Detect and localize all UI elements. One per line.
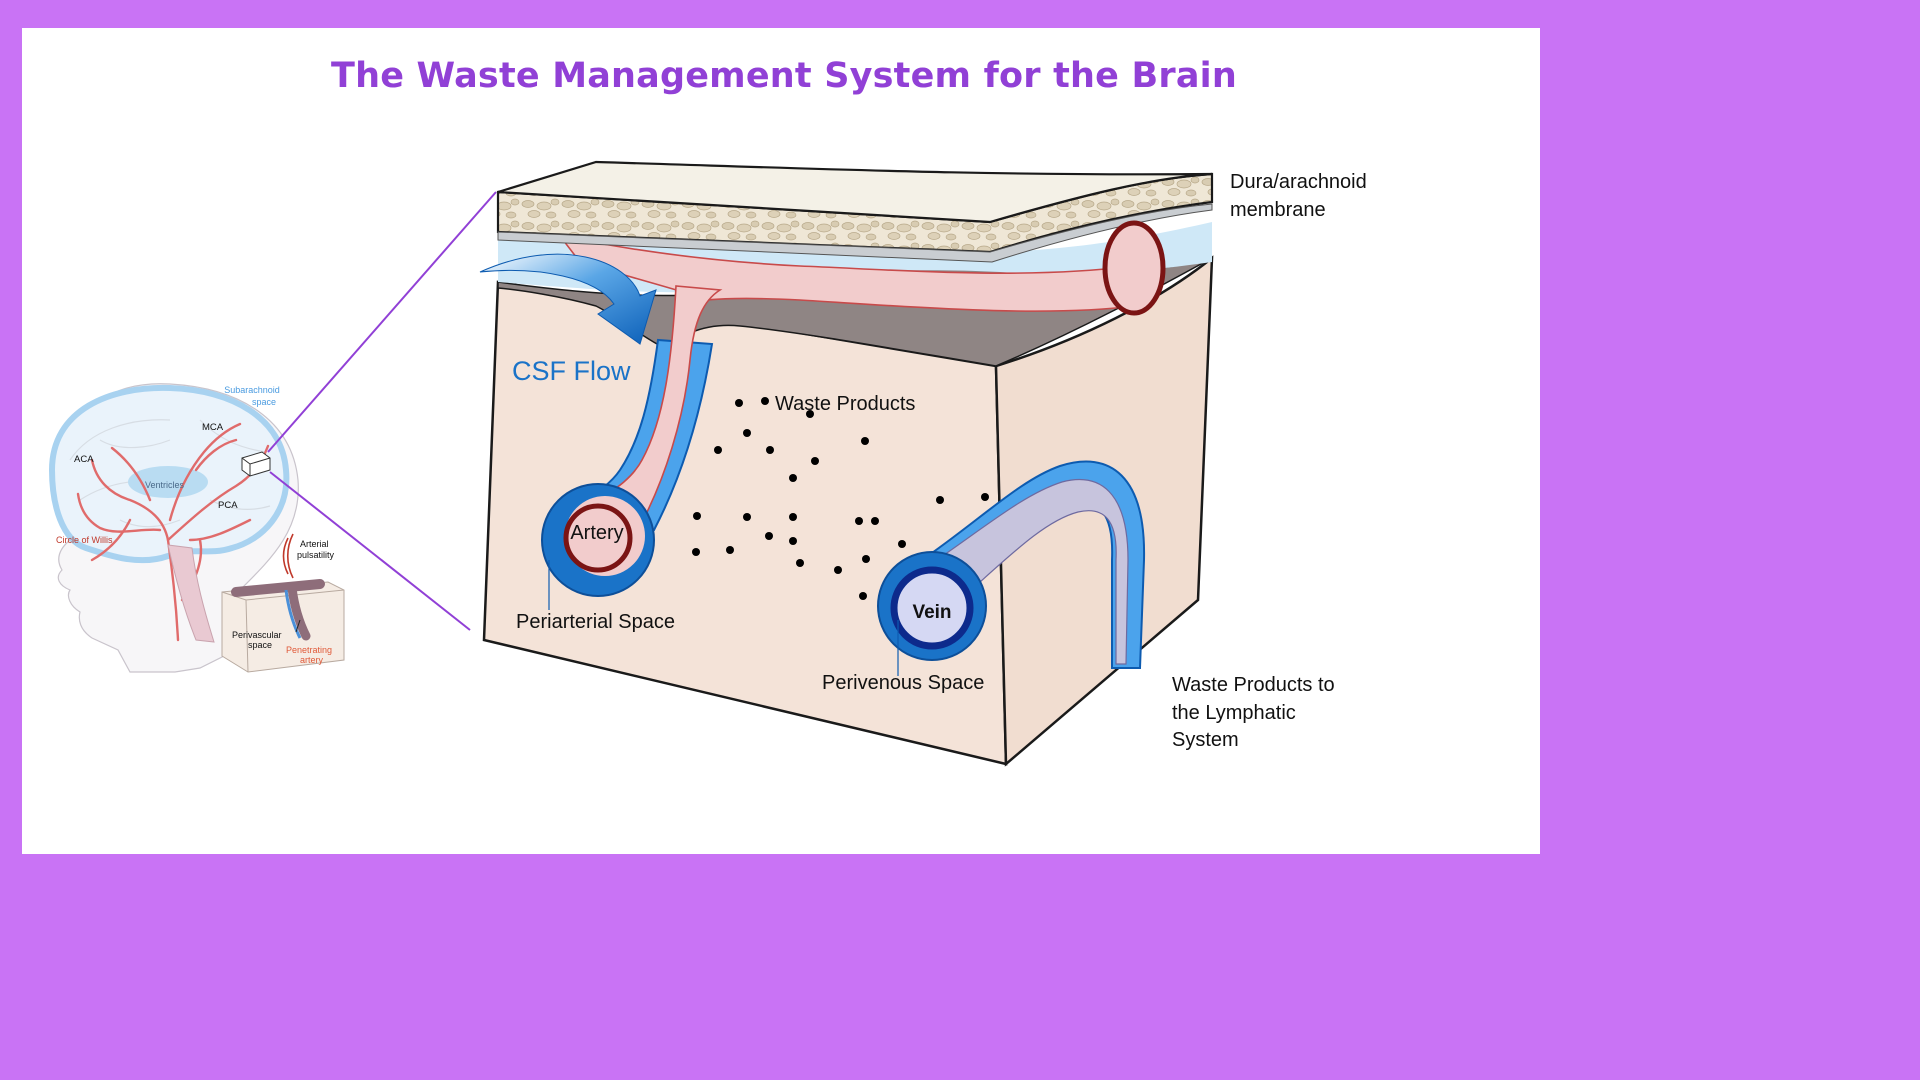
main-tissue-block bbox=[482, 160, 1214, 767]
perivascular-label-2: space bbox=[248, 640, 272, 650]
ventricles-label: Ventricles bbox=[145, 480, 185, 490]
circle-of-willis-label: Circle of Willis bbox=[56, 535, 113, 545]
glymphatic-diagram: Subarachnoid space MCA ACA Ventricles PC… bbox=[48, 160, 1367, 767]
inset-labels: Subarachnoid space MCA ACA Ventricles PC… bbox=[56, 385, 335, 665]
dura-label: Dura/arachnoid bbox=[1230, 171, 1367, 193]
surface-artery-end bbox=[1102, 220, 1166, 316]
slide-title: The Waste Management System for the Brai… bbox=[331, 56, 1237, 96]
penetrating-label: Penetrating bbox=[286, 645, 332, 655]
csf-flow-label: CSF Flow bbox=[512, 356, 631, 386]
aca-label: ACA bbox=[74, 454, 94, 465]
zoom-lines bbox=[267, 191, 497, 631]
mca-label: MCA bbox=[202, 422, 224, 433]
pca-label: PCA bbox=[218, 500, 238, 511]
arachnoid-line bbox=[497, 203, 1213, 263]
waste-products-label: Waste Products bbox=[775, 393, 915, 415]
subarachnoid-label-2: space bbox=[252, 397, 276, 407]
vein-ring bbox=[890, 566, 974, 650]
lymphatic-label-3: System bbox=[1172, 729, 1239, 751]
csf-flow-arrow bbox=[479, 253, 657, 345]
perivenous-space-label: Perivenous Space bbox=[822, 672, 984, 694]
artery-label: Artery bbox=[570, 522, 623, 544]
subarachnoid-label: Subarachnoid bbox=[224, 385, 280, 395]
periarterial-space-label: Periarterial Space bbox=[516, 611, 675, 633]
inset-cube-marker bbox=[241, 451, 271, 477]
vein-label: Vein bbox=[912, 602, 951, 623]
slide-frame: The Waste Management System for the Brai… bbox=[22, 28, 1540, 854]
artery-ring bbox=[563, 503, 633, 573]
lymphatic-label-2: the Lymphatic bbox=[1172, 702, 1296, 724]
waste-particles bbox=[692, 397, 989, 600]
inset-brain-illustration bbox=[48, 383, 345, 673]
pulsatility-waves bbox=[282, 533, 294, 579]
dura-label-2: membrane bbox=[1230, 199, 1326, 221]
inset-tissue-block bbox=[221, 579, 345, 673]
arterial-pulsatility-label-2: pulsatility bbox=[297, 550, 335, 560]
main-labels: Dura/arachnoid membrane CSF Flow Waste P… bbox=[512, 171, 1367, 751]
penetrating-label-2: artery bbox=[300, 655, 324, 665]
arterial-pulsatility-label: Arterial bbox=[300, 539, 329, 549]
perivascular-label: Perivascular bbox=[232, 630, 282, 640]
lymphatic-label: Waste Products to bbox=[1172, 674, 1335, 696]
